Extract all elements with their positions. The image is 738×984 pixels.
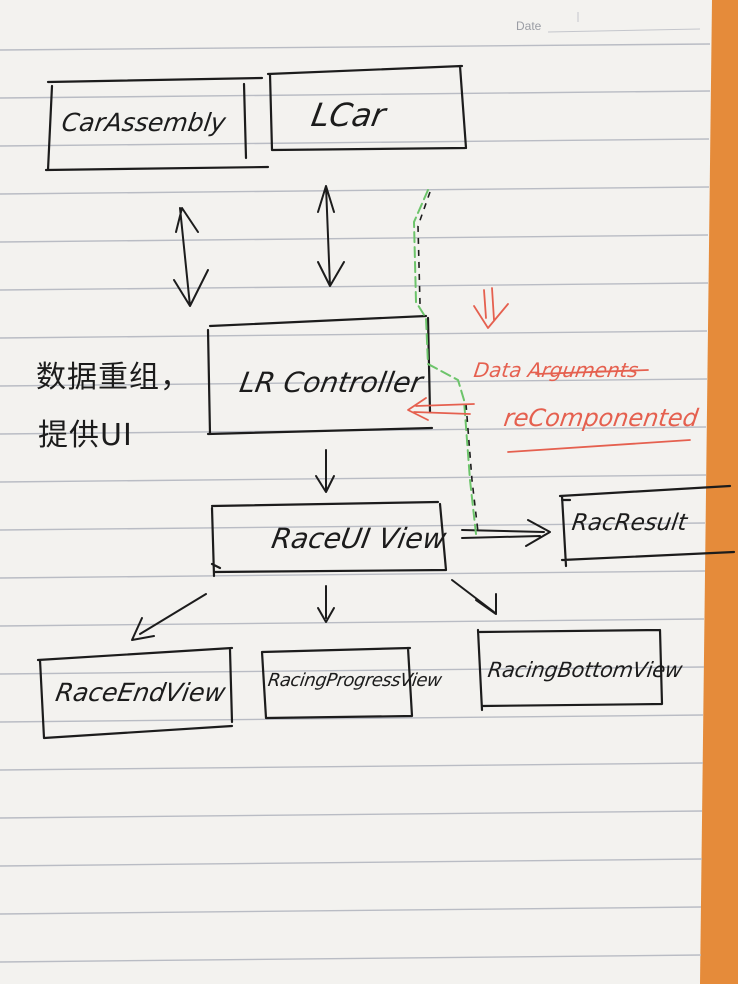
red-strikethrough xyxy=(535,369,649,375)
red-left-arrow xyxy=(407,397,475,421)
racing-bottom-view-label: RacingBottomView xyxy=(486,658,684,682)
chinese-note-line2: 提供UI xyxy=(38,418,133,453)
red-annotation-marks xyxy=(407,287,691,453)
date-underline xyxy=(547,28,701,33)
red-down-arrow xyxy=(473,287,509,329)
red-note-line1: Data Arguments xyxy=(472,358,640,382)
arrow-lcar-controller xyxy=(317,185,345,287)
race-ui-view-label: RaceUI View xyxy=(269,522,449,555)
racing-bottom-view-box xyxy=(476,628,664,712)
lr-controller-label: LR Controller xyxy=(237,366,426,399)
arrow-controller-raceui xyxy=(315,449,335,493)
race-ui-view-box xyxy=(210,500,448,578)
ruled-lines xyxy=(0,43,711,963)
box-outlines xyxy=(36,64,736,740)
lr-controller-box xyxy=(206,314,434,436)
arrow-raceui-bottom xyxy=(451,579,497,615)
chinese-note-line1: 数据重组， xyxy=(36,360,191,395)
paper-sheet xyxy=(0,0,712,984)
racing-progress-view-label: RacingProgressView xyxy=(266,670,443,691)
lcar-label: LCar xyxy=(308,96,389,134)
arrow-raceui-progress xyxy=(317,585,335,623)
green-dashed-overlay xyxy=(417,191,479,533)
race-result-box xyxy=(558,484,736,568)
race-end-view-box xyxy=(36,646,234,740)
arrows xyxy=(131,185,551,641)
date-label: Date xyxy=(516,19,542,33)
red-underline xyxy=(507,439,691,453)
racing-progress-view-box xyxy=(260,646,414,720)
car-assembly-label: CarAssembly xyxy=(59,108,228,137)
race-end-view-label: RaceEndView xyxy=(53,678,228,707)
race-result-label: RacResult xyxy=(570,510,689,536)
red-note-line2: reComponented xyxy=(502,404,700,432)
arrow-car-assembly-controller xyxy=(173,207,209,307)
green-data-path xyxy=(412,189,477,535)
car-assembly-box xyxy=(44,76,270,172)
lcar-box xyxy=(266,64,468,152)
arrow-raceui-endview xyxy=(131,593,207,641)
